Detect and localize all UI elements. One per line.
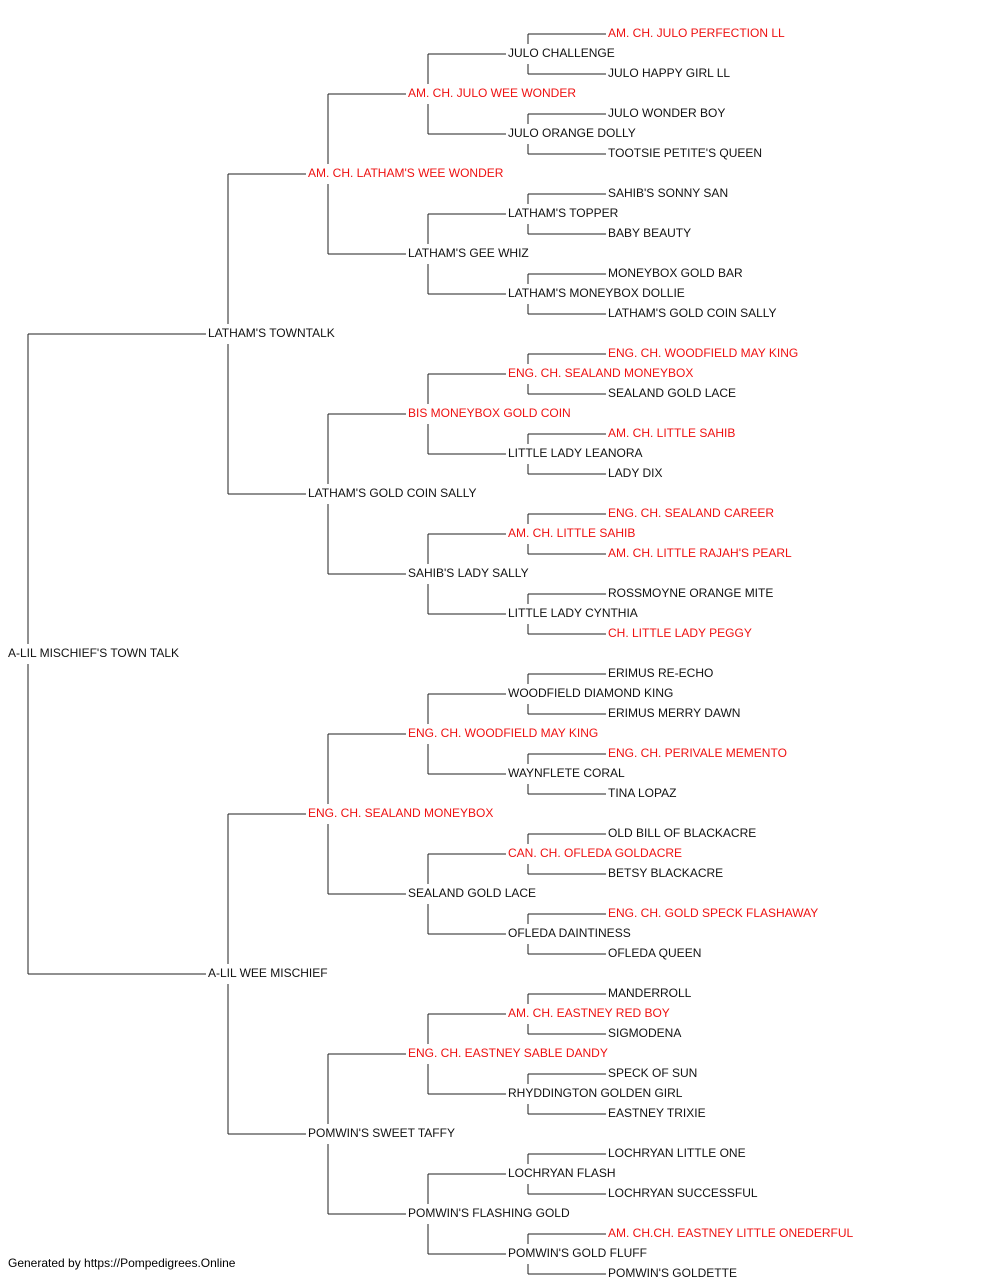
pedigree-entry: OFLEDA DAINTINESS — [508, 926, 631, 940]
pedigree-entry: BABY BEAUTY — [608, 226, 691, 240]
pedigree-entry-champion: AM. CH.CH. EASTNEY LITTLE ONEDERFUL — [608, 1226, 853, 1240]
pedigree-entry: LATHAM'S GEE WHIZ — [408, 246, 529, 260]
pedigree-entry-champion: ENG. CH. WOODFIELD MAY KING — [408, 726, 598, 740]
pedigree-entry: SAHIB'S LADY SALLY — [408, 566, 529, 580]
pedigree-entry-champion: ENG. CH. SEALAND CAREER — [608, 506, 774, 520]
pedigree-entry-champion: ENG. CH. SEALAND MONEYBOX — [308, 806, 493, 820]
pedigree-entry: LITTLE LADY LEANORA — [508, 446, 643, 460]
pedigree-entry: SIGMODENA — [608, 1026, 681, 1040]
pedigree-entry: A-LIL MISCHIEF'S TOWN TALK — [8, 646, 179, 660]
pedigree-entry: LATHAM'S GOLD COIN SALLY — [308, 486, 477, 500]
pedigree-entry: OLD BILL OF BLACKACRE — [608, 826, 756, 840]
pedigree-entry-champion: AM. CH. LITTLE RAJAH'S PEARL — [608, 546, 792, 560]
pedigree-entry: LOCHRYAN LITTLE ONE — [608, 1146, 746, 1160]
pedigree-entry: SEALAND GOLD LACE — [408, 886, 536, 900]
pedigree-entry-champion: AM. CH. JULO PERFECTION LL — [608, 26, 785, 40]
pedigree-entry: POMWIN'S SWEET TAFFY — [308, 1126, 455, 1140]
pedigree-entry-champion: AM. CH. EASTNEY RED BOY — [508, 1006, 670, 1020]
pedigree-entry-champion: CH. LITTLE LADY PEGGY — [608, 626, 752, 640]
pedigree-entry: OFLEDA QUEEN — [608, 946, 701, 960]
pedigree-entry-champion: AM. CH. LATHAM'S WEE WONDER — [308, 166, 504, 180]
pedigree-entry: EASTNEY TRIXIE — [608, 1106, 706, 1120]
pedigree-entry: TINA LOPAZ — [608, 786, 676, 800]
pedigree-entry: JULO ORANGE DOLLY — [508, 126, 636, 140]
pedigree-entry: POMWIN'S GOLDETTE — [608, 1266, 737, 1280]
pedigree-entry: LOCHRYAN FLASH — [508, 1166, 616, 1180]
generated-by-footer: Generated by https://Pompedigrees.Online — [8, 1256, 236, 1270]
pedigree-entry-champion: ENG. CH. PERIVALE MEMENTO — [608, 746, 787, 760]
pedigree-entry-champion: ENG. CH. WOODFIELD MAY KING — [608, 346, 798, 360]
pedigree-entry: TOOTSIE PETITE'S QUEEN — [608, 146, 762, 160]
pedigree-entry-champion: AM. CH. LITTLE SAHIB — [608, 426, 735, 440]
pedigree-entry: SPECK OF SUN — [608, 1066, 697, 1080]
pedigree-entry: WOODFIELD DIAMOND KING — [508, 686, 673, 700]
pedigree-entry: LATHAM'S TOPPER — [508, 206, 619, 220]
pedigree-entry: ERIMUS RE-ECHO — [608, 666, 713, 680]
pedigree-entry: ROSSMOYNE ORANGE MITE — [608, 586, 773, 600]
pedigree-entry-champion: AM. CH. LITTLE SAHIB — [508, 526, 635, 540]
pedigree-entry: LATHAM'S MONEYBOX DOLLIE — [508, 286, 685, 300]
pedigree-entry: LOCHRYAN SUCCESSFUL — [608, 1186, 758, 1200]
pedigree-entry: LADY DIX — [608, 466, 662, 480]
pedigree-entry: BETSY BLACKACRE — [608, 866, 723, 880]
pedigree-entry-champion: BIS MONEYBOX GOLD COIN — [408, 406, 571, 420]
pedigree-entry: ERIMUS MERRY DAWN — [608, 706, 740, 720]
pedigree-entry-champion: ENG. CH. SEALAND MONEYBOX — [508, 366, 693, 380]
pedigree-entry: MONEYBOX GOLD BAR — [608, 266, 743, 280]
pedigree-entry: LITTLE LADY CYNTHIA — [508, 606, 638, 620]
pedigree-entry: JULO WONDER BOY — [608, 106, 725, 120]
pedigree-entry: POMWIN'S GOLD FLUFF — [508, 1246, 647, 1260]
pedigree-entry-champion: ENG. CH. EASTNEY SABLE DANDY — [408, 1046, 608, 1060]
pedigree-entry: LATHAM'S GOLD COIN SALLY — [608, 306, 777, 320]
pedigree-entry: SEALAND GOLD LACE — [608, 386, 736, 400]
pedigree-entry-champion: ENG. CH. GOLD SPECK FLASHAWAY — [608, 906, 818, 920]
pedigree-entry: JULO CHALLENGE — [508, 46, 615, 60]
pedigree-entry: A-LIL WEE MISCHIEF — [208, 966, 328, 980]
pedigree-entry: LATHAM'S TOWNTALK — [208, 326, 335, 340]
pedigree-entry: JULO HAPPY GIRL LL — [608, 66, 730, 80]
pedigree-entry: POMWIN'S FLASHING GOLD — [408, 1206, 570, 1220]
pedigree-entry: MANDERROLL — [608, 986, 692, 1000]
pedigree-entry: SAHIB'S SONNY SAN — [608, 186, 728, 200]
pedigree-entry: RHYDDINGTON GOLDEN GIRL — [508, 1086, 683, 1100]
pedigree-entry-champion: CAN. CH. OFLEDA GOLDACRE — [508, 846, 682, 860]
pedigree-entry: WAYNFLETE CORAL — [508, 766, 625, 780]
pedigree-entry-champion: AM. CH. JULO WEE WONDER — [408, 86, 576, 100]
